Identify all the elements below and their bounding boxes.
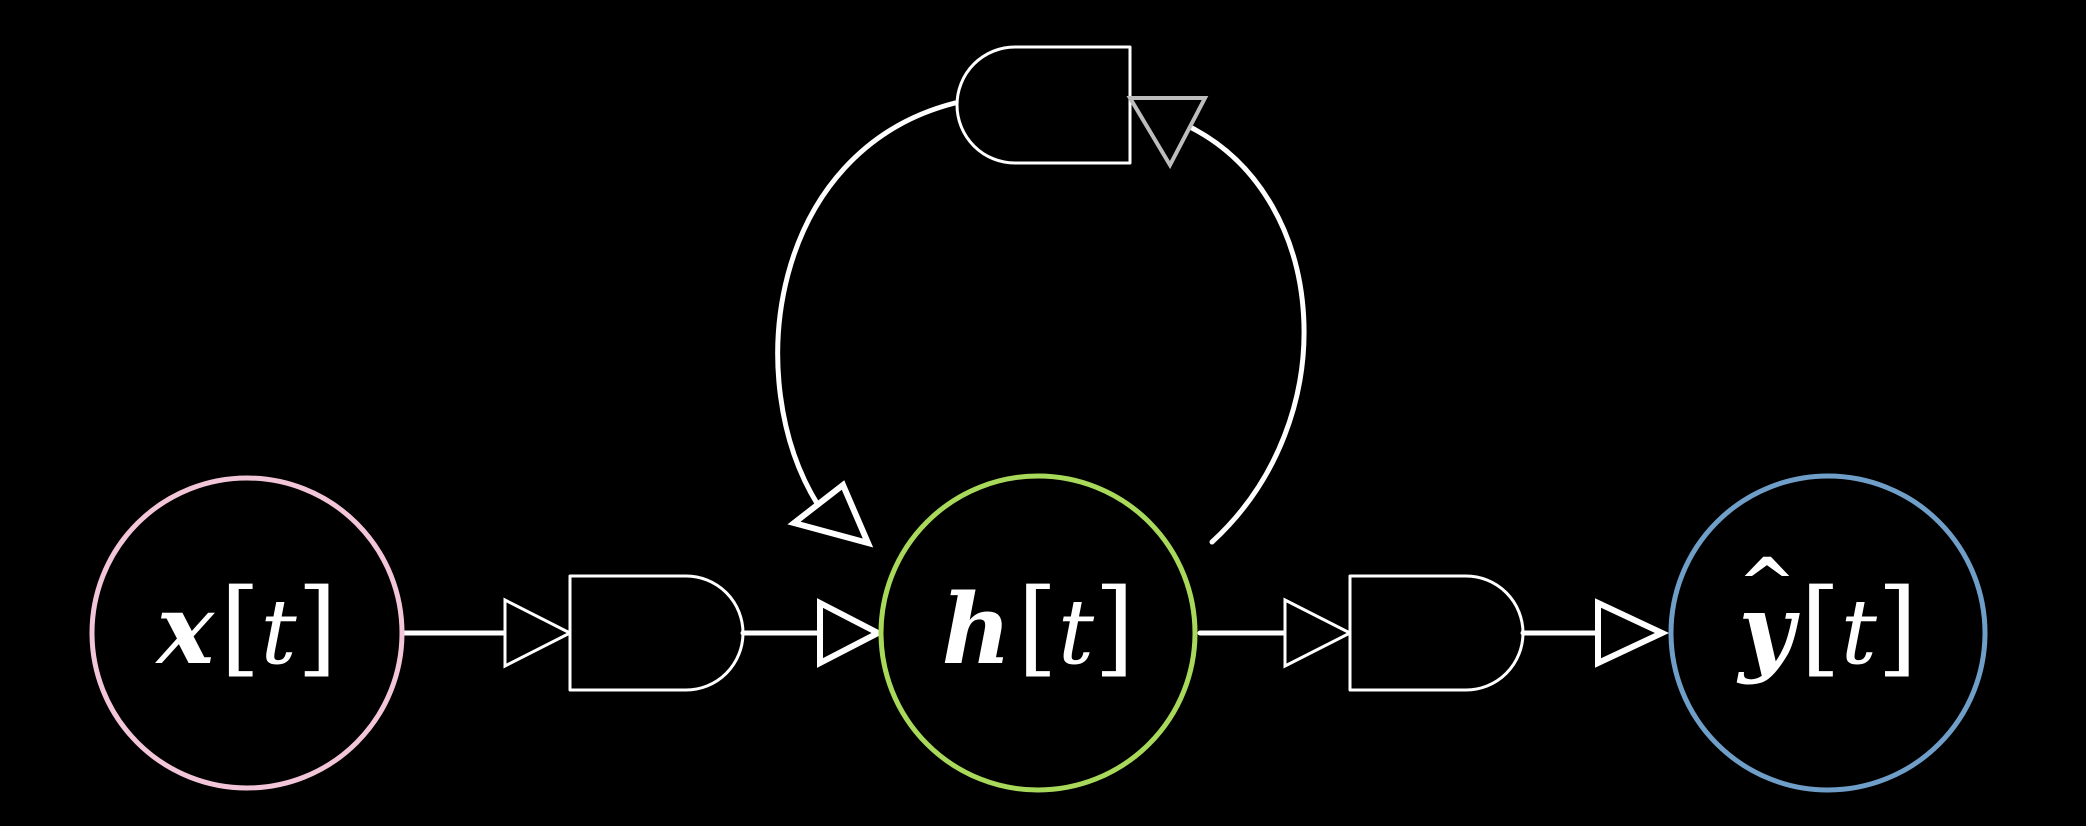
output-gate-arrow-icon [1283, 597, 1354, 669]
output-node-label: y[t] [1736, 566, 1917, 688]
output-node-ring [1668, 473, 1988, 793]
hidden-input-arrow-icon [817, 598, 885, 668]
output-index: t [1841, 580, 1878, 685]
recurrent-loop [775, 45, 1307, 548]
output-input-arrow-icon [1595, 598, 1670, 668]
output-hat-accent: ^ [1738, 542, 1797, 625]
input-gate-icon [568, 574, 745, 692]
input-node-ring [89, 475, 405, 791]
node-input: x[t] [89, 475, 405, 791]
loop-return-arrow-icon [787, 480, 874, 548]
input-symbol: x [155, 573, 216, 686]
hidden-symbol: h [941, 573, 1011, 686]
loop-right-wire [1189, 125, 1307, 545]
input-gate-arrow-icon [503, 597, 574, 669]
node-output: y[t] ^ [1668, 473, 1988, 793]
loop-gate-icon [955, 45, 1132, 165]
hidden-node-ring [878, 473, 1198, 793]
node-hidden: h[t] [878, 473, 1198, 793]
hidden-index: t [1058, 580, 1095, 685]
output-gate-icon [1348, 574, 1525, 692]
output-symbol: y [1736, 573, 1800, 686]
loop-left-wire [775, 100, 958, 508]
loop-gate-input-arrow-icon [1126, 96, 1209, 170]
input-index: t [261, 580, 298, 685]
edge-input-hidden [399, 574, 885, 692]
edge-hidden-output [1197, 574, 1670, 692]
hidden-node-label: h[t] [941, 566, 1134, 688]
input-node-label: x[t] [155, 566, 338, 688]
